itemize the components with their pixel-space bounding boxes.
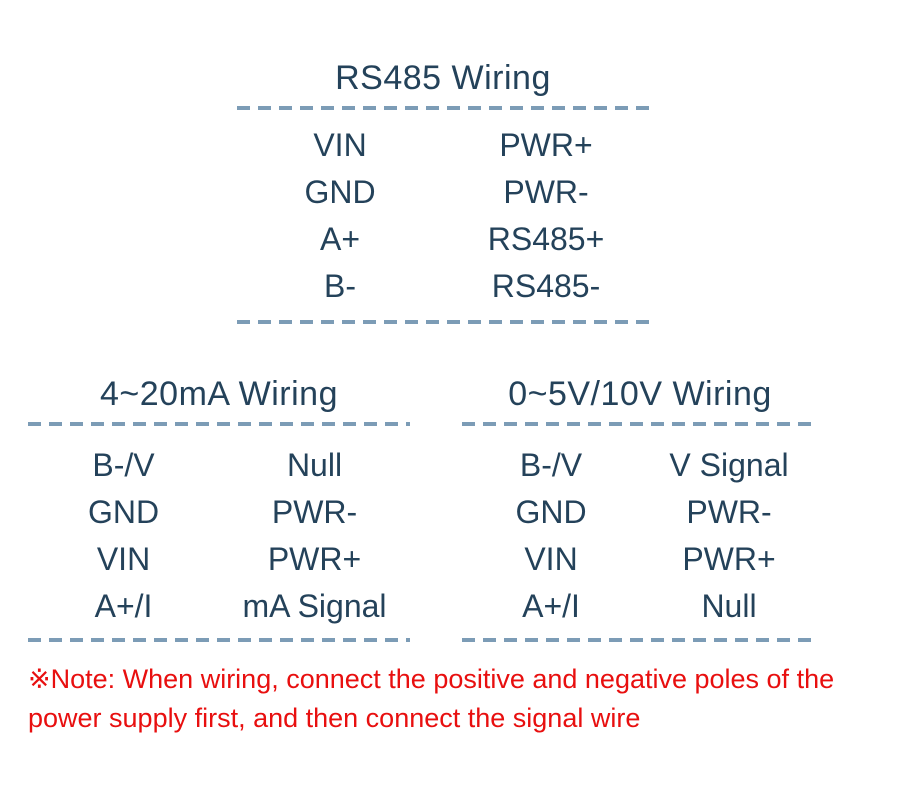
signal-label: PWR-	[271, 494, 358, 530]
pin-row: VIN PWR+	[237, 122, 649, 169]
terminal-label: A+/I	[522, 588, 580, 624]
signal-label: Null	[286, 447, 343, 483]
wiring-note: ※Note: When wiring, connect the positive…	[28, 660, 834, 738]
terminal-label: B-	[324, 268, 356, 304]
pin-table: B-/V Null GND PWR- VIN PWR+ A+/I mA Sign…	[28, 426, 410, 638]
signal-label: mA Signal	[242, 588, 387, 624]
0-5v-10v-wiring-section: 0~5V/10V Wiring B-/V V Signal GND PWR- V…	[462, 372, 818, 642]
section-title: 0~5V/10V Wiring	[508, 375, 772, 413]
pin-row: B- RS485-	[237, 263, 649, 310]
pin-row: GND PWR-	[462, 489, 818, 536]
terminal-label: VIN	[313, 127, 367, 163]
pin-row: A+/I Null	[462, 583, 818, 630]
signal-label: PWR+	[499, 127, 593, 163]
dashed-divider-bottom	[237, 320, 649, 324]
signal-label: PWR+	[682, 541, 776, 577]
pin-row: GND PWR-	[237, 169, 649, 216]
terminal-label: GND	[304, 174, 376, 210]
terminal-label: VIN	[96, 541, 151, 577]
signal-label: PWR-	[686, 494, 772, 530]
pin-row: VIN PWR+	[462, 536, 818, 583]
signal-label: Null	[701, 588, 757, 624]
wiring-note-line: ※Note: When wiring, connect the positive…	[28, 664, 835, 694]
pin-row: VIN PWR+	[28, 536, 410, 583]
4-20ma-wiring-section: 4~20mA Wiring B-/V Null GND PWR- VIN PWR…	[28, 372, 410, 642]
signal-label: RS485-	[491, 268, 601, 304]
signal-label: RS485+	[487, 221, 605, 257]
pin-table: B-/V V Signal GND PWR- VIN PWR+ A+/I Nul…	[462, 426, 818, 638]
terminal-label: B-/V	[519, 447, 583, 483]
signal-label: PWR+	[267, 541, 362, 577]
rs485-wiring-section: RS485 Wiring VIN PWR+ GND PWR- A+ RS485+…	[237, 56, 649, 324]
section-title: 4~20mA Wiring	[100, 375, 338, 413]
section-title: RS485 Wiring	[335, 59, 551, 97]
terminal-label: A+/I	[94, 588, 153, 624]
dashed-divider-top	[28, 422, 410, 426]
terminal-label: A+	[319, 221, 361, 257]
signal-label: PWR-	[503, 174, 589, 210]
pin-row: B-/V V Signal	[462, 442, 818, 489]
terminal-label: VIN	[524, 541, 578, 577]
pin-row: B-/V Null	[28, 442, 410, 489]
dashed-divider-top	[462, 422, 818, 426]
pin-row: GND PWR-	[28, 489, 410, 536]
dashed-divider-bottom	[28, 638, 410, 642]
signal-label: V Signal	[669, 447, 789, 483]
terminal-label: GND	[515, 494, 587, 530]
wiring-note-line: power supply first, and then connect the…	[28, 703, 641, 733]
terminal-label: GND	[87, 494, 160, 530]
terminal-label: B-/V	[92, 447, 155, 483]
pin-row: A+ RS485+	[237, 216, 649, 263]
dashed-divider-top	[237, 106, 649, 110]
dashed-divider-bottom	[462, 638, 818, 642]
pin-row: A+/I mA Signal	[28, 583, 410, 630]
pin-table: VIN PWR+ GND PWR- A+ RS485+ B- RS485-	[237, 110, 649, 320]
